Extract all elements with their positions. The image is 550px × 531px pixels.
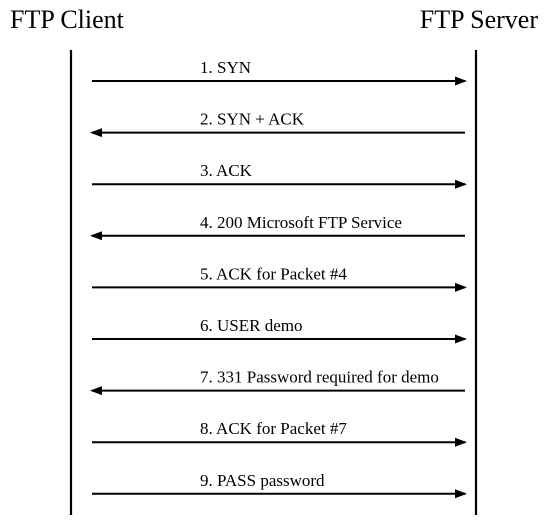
- message-4-label: 4. 200 Microsoft FTP Service: [200, 213, 402, 232]
- message-9-arrowhead-icon: [455, 489, 467, 499]
- message-list: 1. SYN 2. SYN + ACK 3. ACK 4. 200 Microsoft…: [90, 58, 467, 499]
- message-2-label: 2. SYN + ACK: [200, 110, 305, 129]
- message-2: 2. SYN + ACK: [90, 110, 465, 138]
- message-8-arrowhead-icon: [455, 437, 467, 447]
- message-3-arrowhead-icon: [455, 179, 467, 189]
- message-5: 5. ACK for Packet #4: [92, 264, 467, 292]
- message-8-label: 8. ACK for Packet #7: [200, 419, 347, 438]
- ftp-client-label: FTP Client: [10, 5, 124, 34]
- message-6: 6. USER demo: [92, 316, 467, 344]
- message-7: 7. 331 Password required for demo: [90, 368, 465, 396]
- message-7-arrowhead-icon: [90, 386, 102, 396]
- message-6-arrowhead-icon: [455, 334, 467, 344]
- message-3-label: 3. ACK: [200, 161, 253, 180]
- message-4-arrowhead-icon: [90, 231, 102, 241]
- message-9: 9. PASS password: [92, 471, 467, 499]
- message-7-label: 7. 331 Password required for demo: [200, 368, 439, 387]
- message-9-label: 9. PASS password: [200, 471, 325, 490]
- message-5-label: 5. ACK for Packet #4: [200, 264, 347, 283]
- message-5-arrowhead-icon: [455, 282, 467, 292]
- message-8: 8. ACK for Packet #7: [92, 419, 467, 447]
- ftp-server-label: FTP Server: [419, 5, 538, 34]
- message-3: 3. ACK: [92, 161, 467, 189]
- message-1-label: 1. SYN: [200, 58, 251, 77]
- message-1: 1. SYN: [92, 58, 467, 86]
- message-6-label: 6. USER demo: [200, 316, 302, 335]
- message-4: 4. 200 Microsoft FTP Service: [90, 213, 465, 241]
- message-1-arrowhead-icon: [455, 76, 467, 86]
- message-2-arrowhead-icon: [90, 128, 102, 138]
